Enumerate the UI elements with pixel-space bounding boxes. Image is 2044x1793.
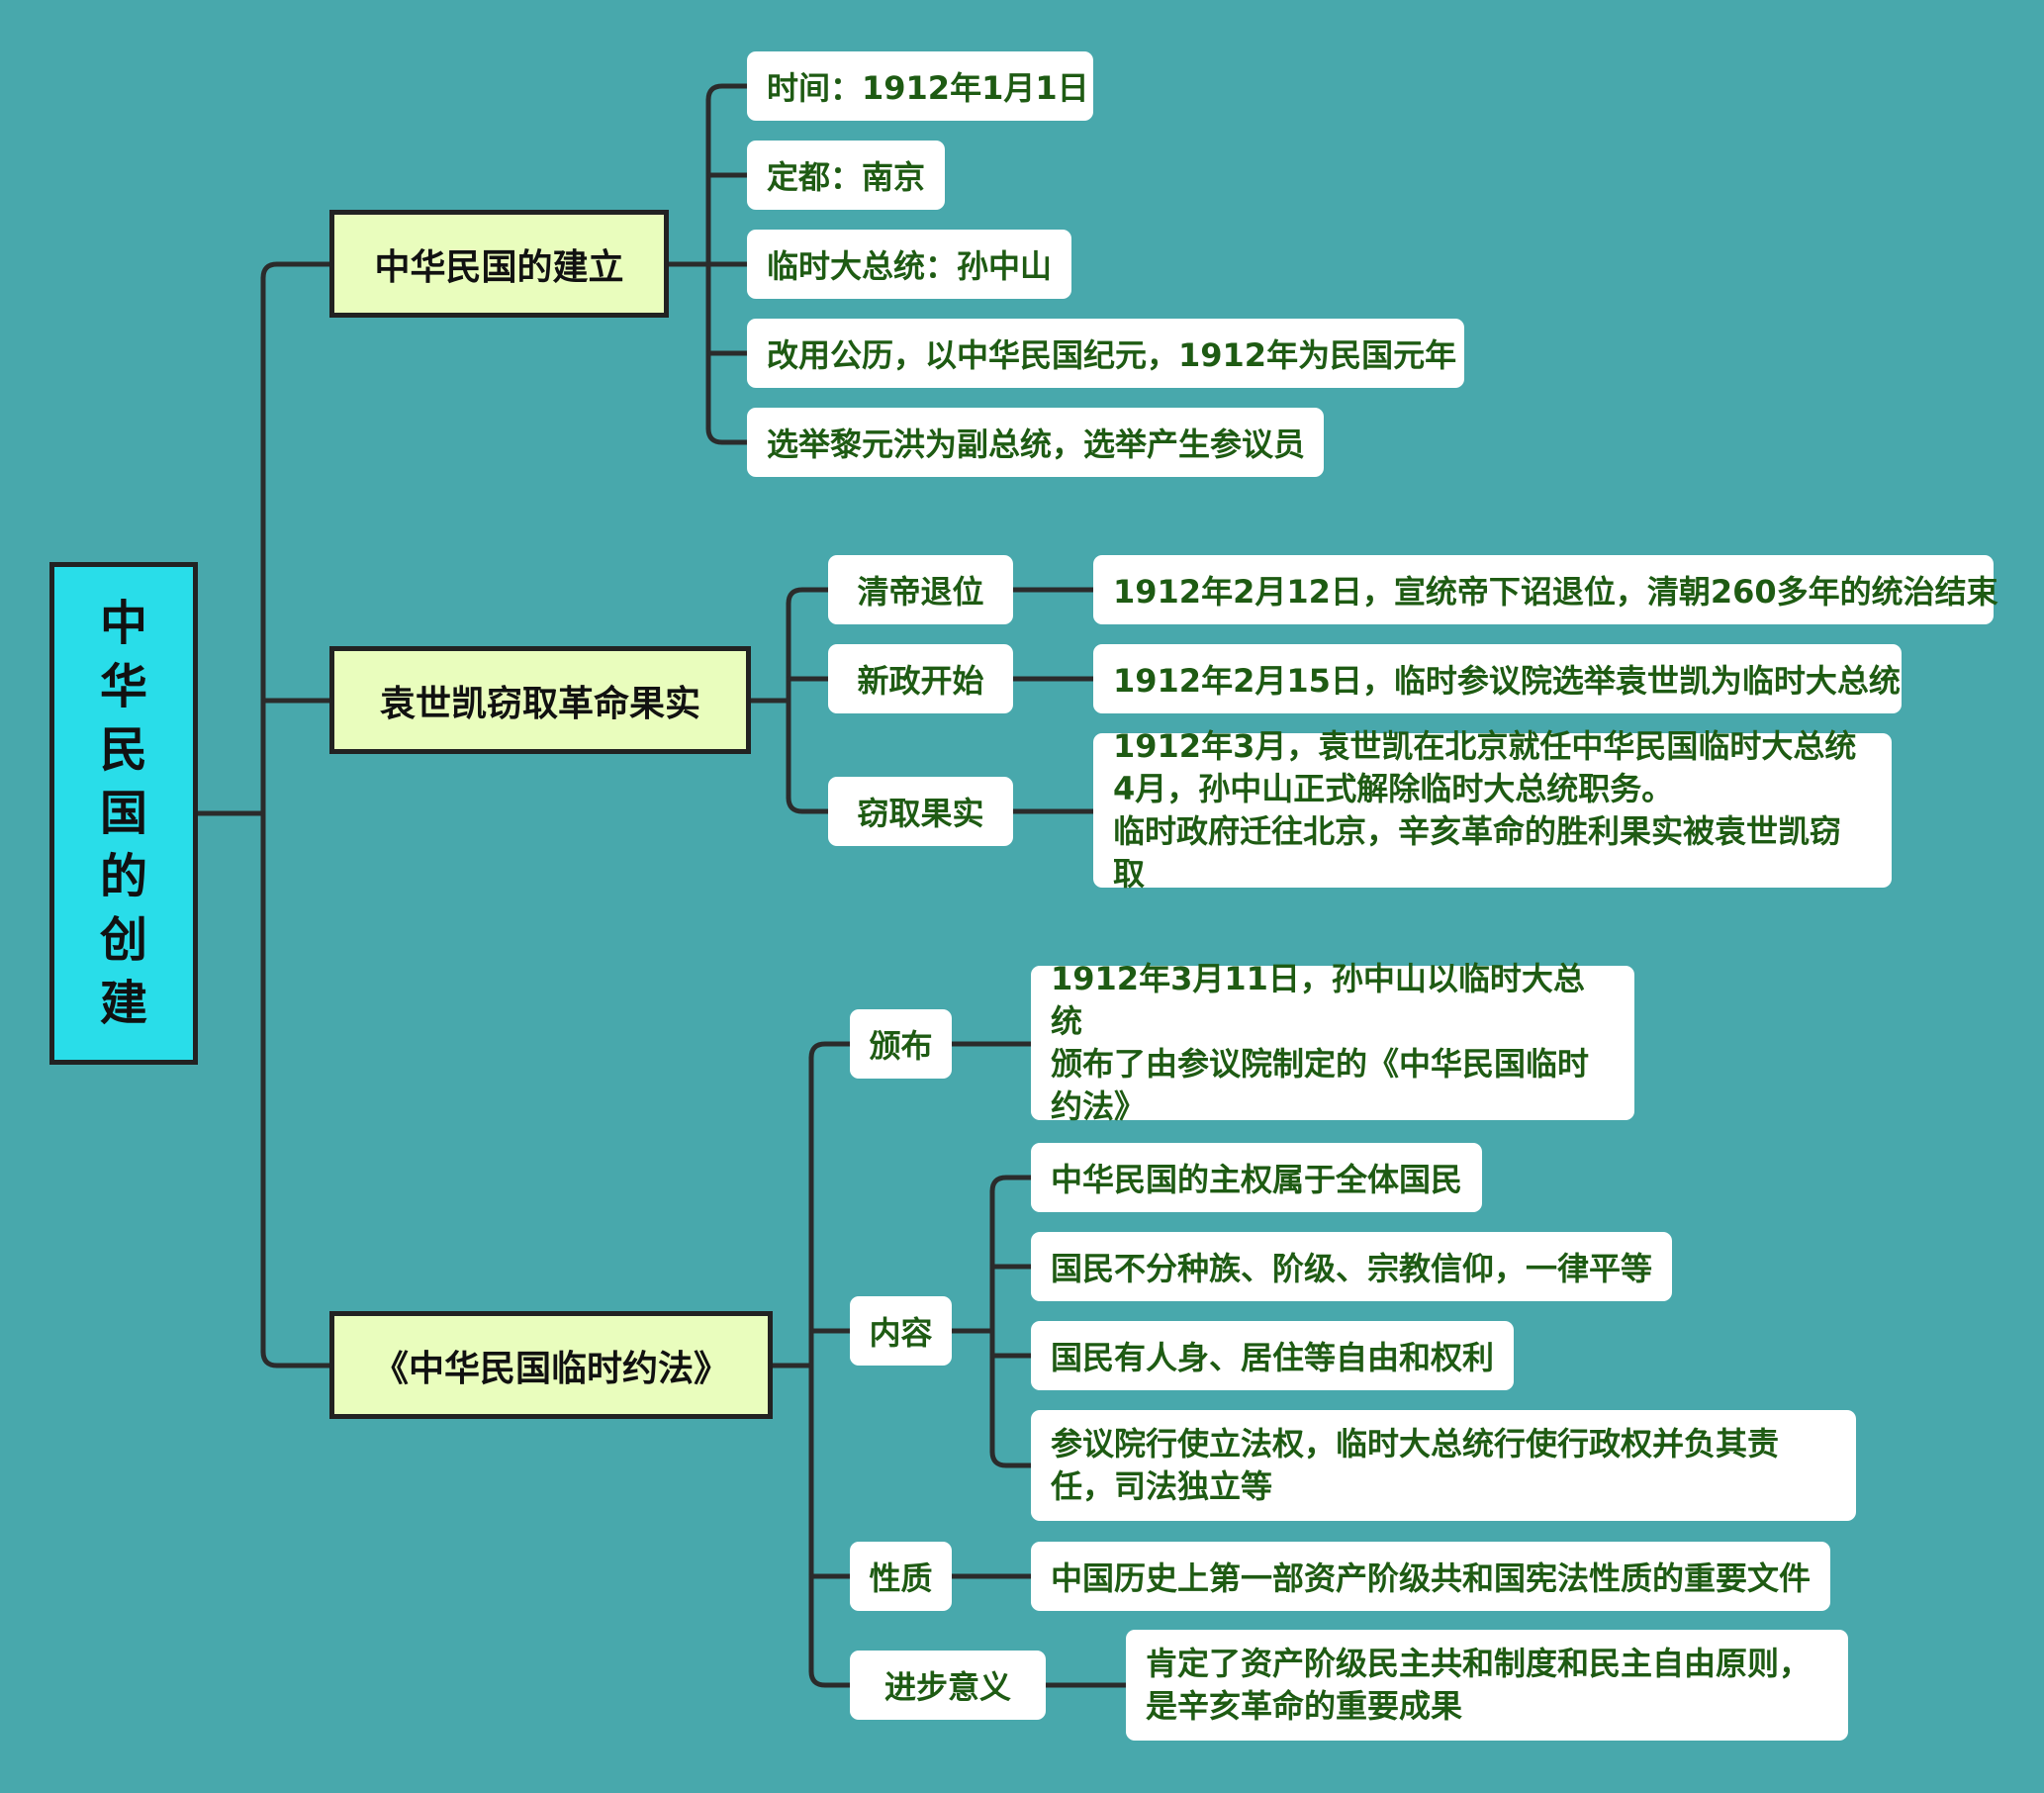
founding-date: 时间：1912年1月1日 [747,51,1093,121]
connector-curve [260,1349,332,1368]
usurpation-detail: 1912年3月，袁世凯在北京就任中华民国临时大总统 4月，孙中山正式解除临时大总… [1093,727,1892,893]
founding-calendar: 改用公历，以中华民国纪元，1912年为民国元年 [747,319,1464,388]
nature-label: 性质 [850,1542,952,1611]
content-separation-of-powers: 参议院行使立法权，临时大总统行使行政权并负其责 任，司法独立等 [1031,1410,1856,1521]
new-regime-label: 新政开始 [828,644,1013,713]
connector-curve [705,83,750,103]
root-char: 国 [99,786,147,841]
content-freedoms: 国民有人身、居住等自由和权利 [1031,1321,1514,1390]
connector-curve [989,1449,1034,1468]
connector-curve [786,795,831,814]
connector-curve [808,1041,853,1061]
founding-president: 临时大总统：孙中山 [747,230,1071,299]
content-label: 内容 [850,1296,952,1366]
root-char: 的 [99,849,147,904]
abdication-detail: 1912年2月12日，宣统帝下诏退位，清朝260多年的统治结束 [1093,555,1998,624]
root-char: 中 [99,596,147,651]
root-node: 中 华 民 国 的 创 建 [49,562,198,1065]
significance-detail: 肯定了资产阶级民主共和制度和民主自由原则， 是辛亥革命的重要成果 [1126,1630,1848,1741]
connector-curve [989,1175,1034,1194]
root-char: 建 [99,976,147,1031]
branch-founding: 中华民国的建立 [329,210,669,318]
usurpation-label: 窃取果实 [828,777,1013,846]
promulgation-label: 颁布 [850,1009,952,1079]
connector-curve [260,261,332,281]
root-char: 民 [99,722,147,778]
founding-election: 选举黎元洪为副总统，选举产生参议员 [747,408,1324,477]
founding-capital: 定都：南京 [747,141,945,210]
root-char: 创 [99,912,147,968]
significance-label: 进步意义 [850,1651,1046,1720]
abdication-label: 清帝退位 [828,555,1013,624]
content-sovereignty: 中华民国的主权属于全体国民 [1031,1143,1482,1212]
content-equality: 国民不分种族、阶级、宗教信仰，一律平等 [1031,1232,1672,1301]
promulgation-detail: 1912年3月11日，孙中山以临时大总统 颁布了由参议院制定的《中华民国临时 约… [1031,960,1634,1125]
connector-curve [786,587,831,607]
root-char: 华 [99,659,147,714]
branch-yuan-usurpation: 袁世凯窃取革命果实 [329,646,751,754]
branch-provisional-constitution: 《中华民国临时约法》 [329,1311,773,1419]
connector-curve [705,425,750,445]
new-regime-detail: 1912年2月15日，临时参议院选举袁世凯为临时大总统 [1093,644,1902,713]
nature-detail: 中国历史上第一部资产阶级共和国宪法性质的重要文件 [1031,1542,1830,1611]
connector-curve [808,1668,853,1688]
